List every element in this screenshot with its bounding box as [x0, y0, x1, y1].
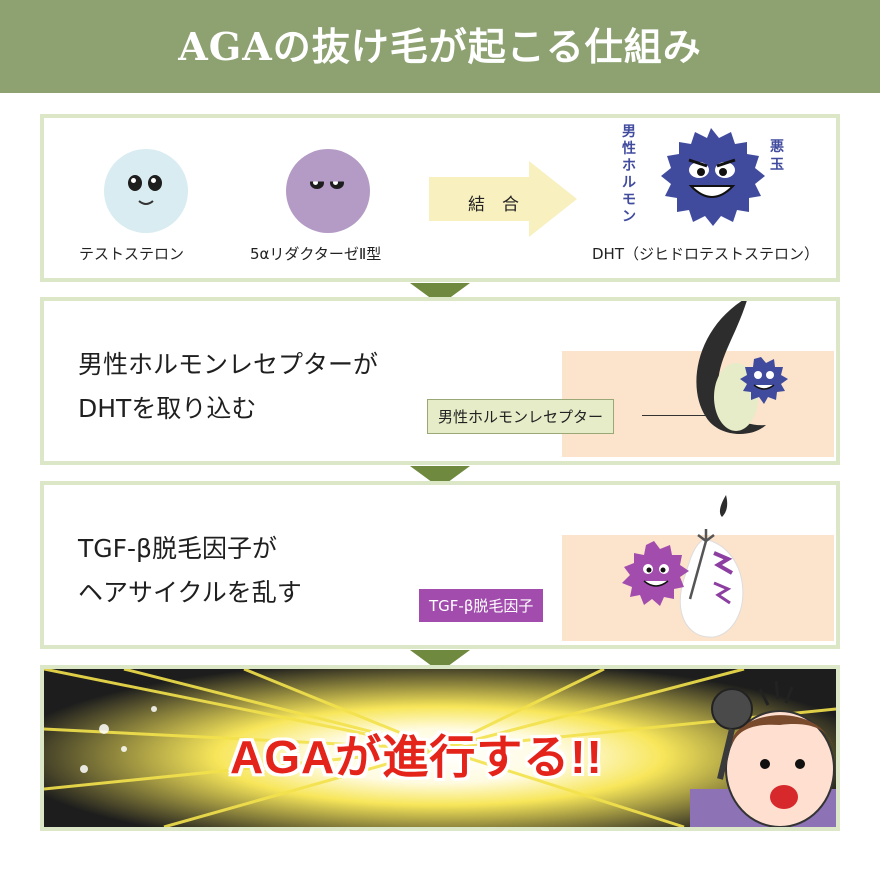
- headline: AGAが進行する!!: [230, 731, 603, 783]
- smile-icon: [138, 200, 154, 205]
- tgf-tag: TGF-β脱毛因子: [419, 589, 544, 622]
- dht-monster-character: [661, 128, 765, 226]
- step1-panel: テストステロン 5αリダクターゼⅡ型 結 合 男性ホルモン 悪玉 DHT（ジヒド…: [40, 114, 840, 282]
- eye-icon: [128, 175, 142, 191]
- testosterone-character: [104, 149, 188, 233]
- tgf-attack-illustration: [622, 495, 744, 638]
- reductase-label: 5αリダクターゼⅡ型: [250, 245, 382, 263]
- shocked-man-illustration: [690, 680, 836, 827]
- receptor-tag: 男性ホルモンレセプター: [427, 399, 615, 434]
- sleepy-eyes-icon: [308, 176, 346, 182]
- dht-label: DHT（ジヒドロテストステロン）: [592, 245, 819, 263]
- step3-line2: ヘアサイクルを乱す: [78, 578, 302, 607]
- testosterone-label: テストステロン: [79, 245, 185, 263]
- bind-arrow-icon: [429, 161, 577, 237]
- step2-text: 男性ホルモンレセプターが DHTを取り込む: [78, 343, 378, 431]
- eye-icon: [148, 175, 162, 191]
- step2-line2: DHTを取り込む: [78, 394, 257, 423]
- page-title: AGAの抜け毛が起こる仕組み: [178, 24, 702, 69]
- step3-panel: TGF-β脱毛因子が ヘアサイクルを乱す TGF-β脱毛因子: [40, 481, 840, 649]
- step4-panel: AGAが進行する!!: [40, 665, 840, 831]
- step3-text: TGF-β脱毛因子が ヘアサイクルを乱す: [78, 527, 302, 615]
- hair-follicle-illustration: [696, 301, 788, 435]
- step2-panel: 男性ホルモンレセプターが DHTを取り込む 男性ホルモンレセプター: [40, 297, 840, 465]
- title-banner: AGAの抜け毛が起こる仕組み: [0, 0, 880, 93]
- step2-line1: 男性ホルモンレセプターが: [78, 350, 379, 379]
- reductase-character: [286, 149, 370, 233]
- vertical-hormone-label: 男性ホルモン: [622, 124, 636, 225]
- step3-line1: TGF-β脱毛因子が: [78, 534, 277, 563]
- bind-label: 結 合: [468, 195, 519, 215]
- akudama-label: 悪玉: [770, 139, 784, 173]
- receptor-pointer-line: [642, 415, 706, 416]
